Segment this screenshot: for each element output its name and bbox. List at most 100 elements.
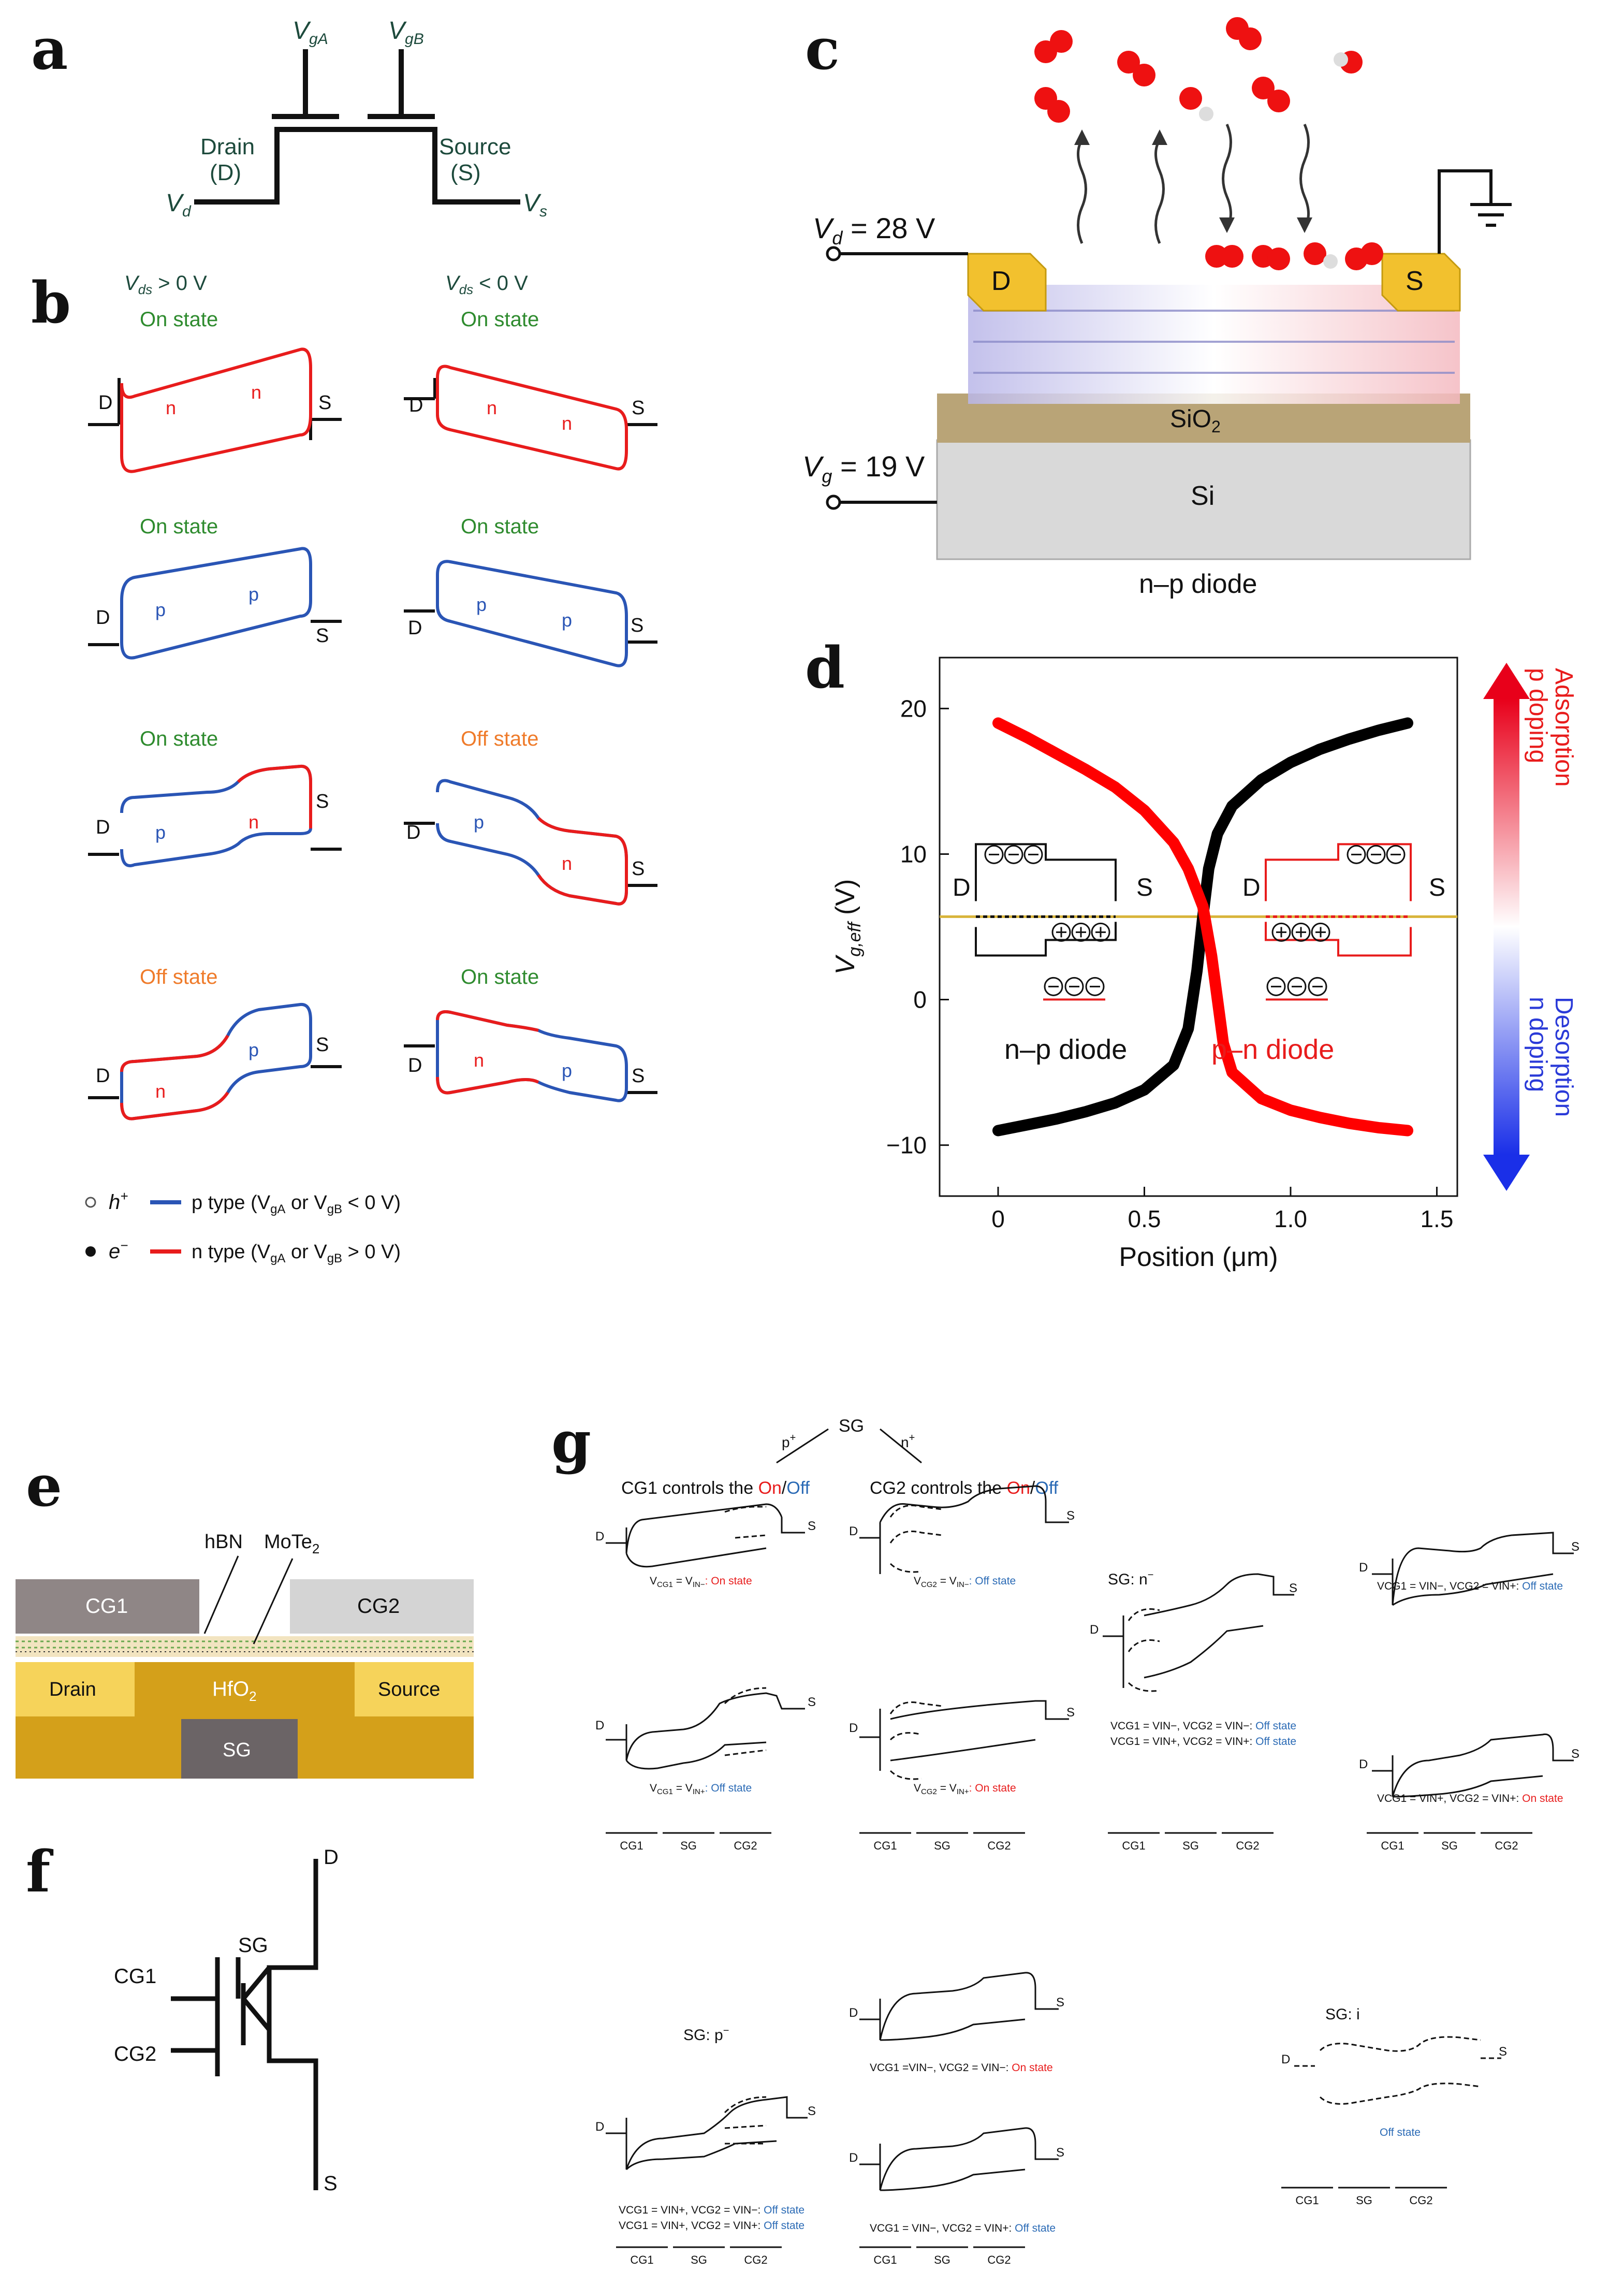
panel-g-captions: VCG1 = VIN−: On state VCG1 = VIN+: Off s… [619, 1575, 1563, 2234]
panel-a-drain-d: (D) [210, 160, 241, 185]
gate-label: CG2 [1236, 1839, 1259, 1852]
series-point [1055, 1118, 1058, 1120]
panel-a-vga: VgA [292, 17, 328, 48]
svg-text:n: n [248, 811, 259, 833]
panel-letter-e: e [26, 1452, 62, 1519]
svg-text:S: S [316, 791, 329, 812]
panel-b-r2-left-state: On state [140, 515, 218, 538]
drain-electrode [967, 253, 1047, 312]
series-point [1085, 768, 1087, 771]
panel-c-S: S [1406, 266, 1424, 296]
series-point [1348, 738, 1350, 740]
gate-label: SG [1356, 2194, 1372, 2207]
panel-f-CG1: CG1 [114, 1965, 156, 1988]
gate-label: CG1 [620, 1839, 643, 1852]
svg-text:S: S [1571, 1540, 1579, 1554]
band-sketches [606, 1485, 1574, 2191]
gate-label: CG1 [630, 2253, 653, 2266]
gate-label: CG2 [734, 1839, 757, 1852]
panel-letter-a: a [31, 16, 68, 82]
panel-b-r1-right-state: On state [461, 308, 539, 331]
panel-e-drain: Drain [49, 1679, 96, 1700]
series-point [1114, 1102, 1116, 1104]
inset-left-S: S [1136, 874, 1153, 901]
panel-g-sg-p: SG: p− [683, 2025, 729, 2044]
drain-pad [16, 1662, 135, 1716]
panel-c-si: Si [1191, 481, 1215, 511]
x-tick-label: 1.5 [1420, 1205, 1453, 1232]
series-point [1055, 752, 1058, 755]
charge-icon [1085, 977, 1105, 996]
chart-ylabel: Vg,eff (V) [830, 879, 865, 975]
panel-b-band-diagrams: Vds > 0 V Vds < 0 V On state On state On… [85, 272, 657, 1265]
svg-text:S: S [1066, 1706, 1075, 1720]
panel-b-r4-left: n p D S [88, 1002, 342, 1120]
y-tick-label: 10 [900, 840, 927, 867]
svg-text:D: D [849, 1524, 858, 1538]
panel-e-device: CG1 CG2 hBN MoTe2 Drain HfO2 Source SG [16, 1531, 474, 1779]
charge-icon [1287, 977, 1307, 996]
series-point [1406, 1129, 1409, 1132]
svg-text:D: D [849, 2151, 858, 2165]
panel-g-sg-top: SG [839, 1416, 864, 1436]
svg-text:D: D [1090, 1623, 1099, 1637]
charge-icon [1023, 845, 1043, 864]
series-point [1231, 805, 1233, 807]
panel-g-header2: CG2 controls the On/Off [870, 1478, 1059, 1498]
charge-icon [1064, 977, 1084, 996]
panel-letter-b: b [31, 269, 71, 336]
gate-label: CG2 [987, 1839, 1011, 1852]
svg-text:n: n [474, 1050, 484, 1071]
svg-text:D: D [849, 1721, 858, 1735]
svg-text:D: D [595, 2120, 604, 2134]
series-point [1202, 905, 1204, 908]
panel-a-circuit: VgA VgB Drain (D) Source (S) Vd Vs [166, 17, 547, 220]
panel-b-r4-right-state: On state [461, 966, 539, 988]
inset-label-pn: p–n diode [1211, 1034, 1334, 1065]
panel-b-r3-left: p n D S [88, 764, 342, 867]
gate-label: CG2 [987, 2253, 1011, 2266]
series-point [1143, 1088, 1146, 1091]
svg-text:Off state: Off state [1380, 2127, 1421, 2138]
svg-text:S: S [632, 858, 645, 880]
svg-text:VCG1 = VIN+, VCG2 = VIN−: Off: VCG1 = VIN+, VCG2 = VIN−: Off state [619, 2204, 804, 2216]
inset-left-D: D [953, 874, 971, 901]
svg-text:VCG1 = VIN+, VCG2 = VIN+: Off: VCG1 = VIN+, VCG2 = VIN+: Off state [1110, 1736, 1296, 1748]
panel-b-col1-header: Vds > 0 V [124, 272, 207, 297]
svg-text:S: S [808, 1695, 816, 1709]
panel-g-band-diagrams: SG p+ n+ CG1 controls the On/Off CG2 con… [595, 1416, 1579, 2266]
svg-text:p: p [155, 822, 166, 843]
charge-icon [984, 845, 1004, 864]
svg-text:D: D [1359, 1757, 1368, 1771]
svg-text:D: D [406, 822, 420, 843]
charge-icon [1091, 922, 1110, 942]
charge-icon [1266, 977, 1286, 996]
legend-hole: h+ [109, 1188, 128, 1214]
series-point [1260, 1097, 1263, 1100]
svg-text:n: n [562, 413, 572, 434]
cg1-gate [16, 1579, 199, 1634]
svg-text:D: D [595, 1530, 604, 1544]
panel-b-r2-left: p p D S [88, 547, 342, 660]
panel-e-source: Source [378, 1679, 440, 1700]
doping-arrow [1483, 663, 1530, 1191]
y-tick-label: 0 [913, 986, 927, 1013]
cg2-gate [290, 1579, 474, 1634]
panel-a-vs: Vs [523, 190, 547, 220]
charge-icon [1051, 922, 1071, 942]
svg-text:S: S [1571, 1747, 1579, 1761]
panel-c-sio2: SiO2 [1170, 405, 1221, 436]
svg-text:n: n [166, 397, 176, 418]
sg-gate [181, 1719, 298, 1779]
chart-frame [939, 657, 1458, 1197]
series-point [1289, 761, 1292, 764]
svg-text:S: S [1499, 2045, 1507, 2059]
inset-right-D: D [1242, 874, 1261, 901]
svg-text:VCG1 = VIN−, VCG2 = VIN+: Off: VCG1 = VIN−, VCG2 = VIN+: Off state [1377, 1580, 1563, 1592]
gate-label: CG1 [1295, 2194, 1319, 2207]
panel-letter-g: g [551, 1408, 591, 1475]
panel-b-r4-right: n p D S [404, 1010, 657, 1102]
panel-f-CG2: CG2 [114, 2043, 156, 2065]
svg-text:S: S [808, 2104, 816, 2118]
svg-text:S: S [632, 1065, 645, 1087]
